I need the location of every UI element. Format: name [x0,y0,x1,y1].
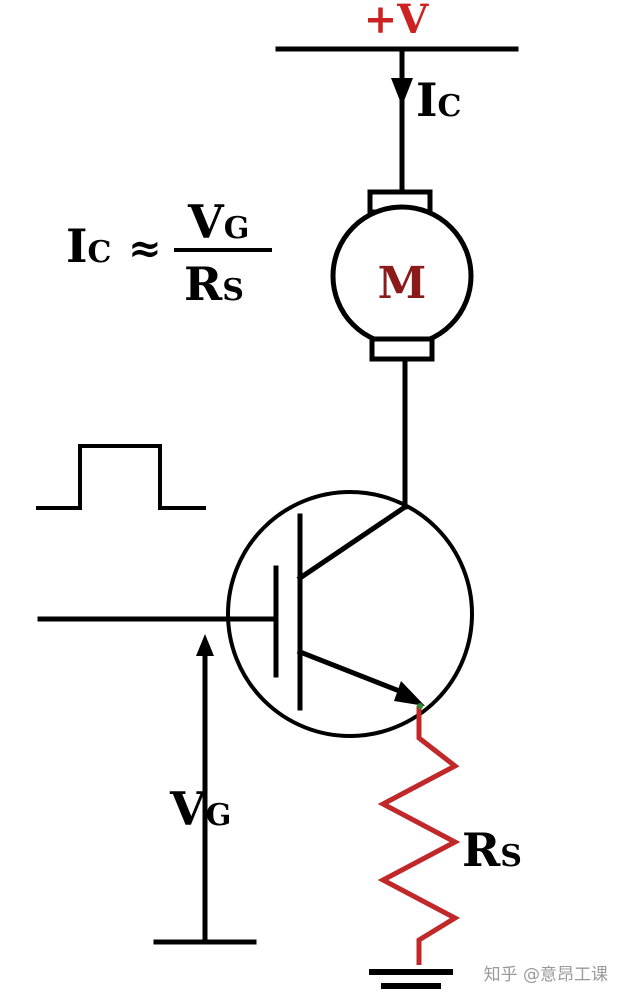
formula-lhs: IC [66,219,111,273]
current-label: IC [416,73,461,127]
emitter-arrow-icon [394,681,425,706]
resistor-rs [377,706,461,965]
pulse-waveform [36,444,206,510]
transistor-envelope [226,490,474,738]
watermark: 知乎 @意昂工课 [484,965,608,985]
formula-approx: ≈ [128,225,162,272]
motor-label: M [378,258,427,309]
resistor-label: RS [462,823,522,877]
supply-label: +V [364,0,430,43]
emitter-line [296,648,406,696]
collector-line [296,503,409,582]
vg-arrow-icon [196,634,214,656]
vg-label: VG [169,782,231,836]
formula-numerator: VG [187,195,249,249]
current-arrow-icon [391,78,413,106]
emitter-node [417,703,423,709]
formula-denominator: RS [184,257,244,311]
motor-bottom-terminal [369,336,435,362]
